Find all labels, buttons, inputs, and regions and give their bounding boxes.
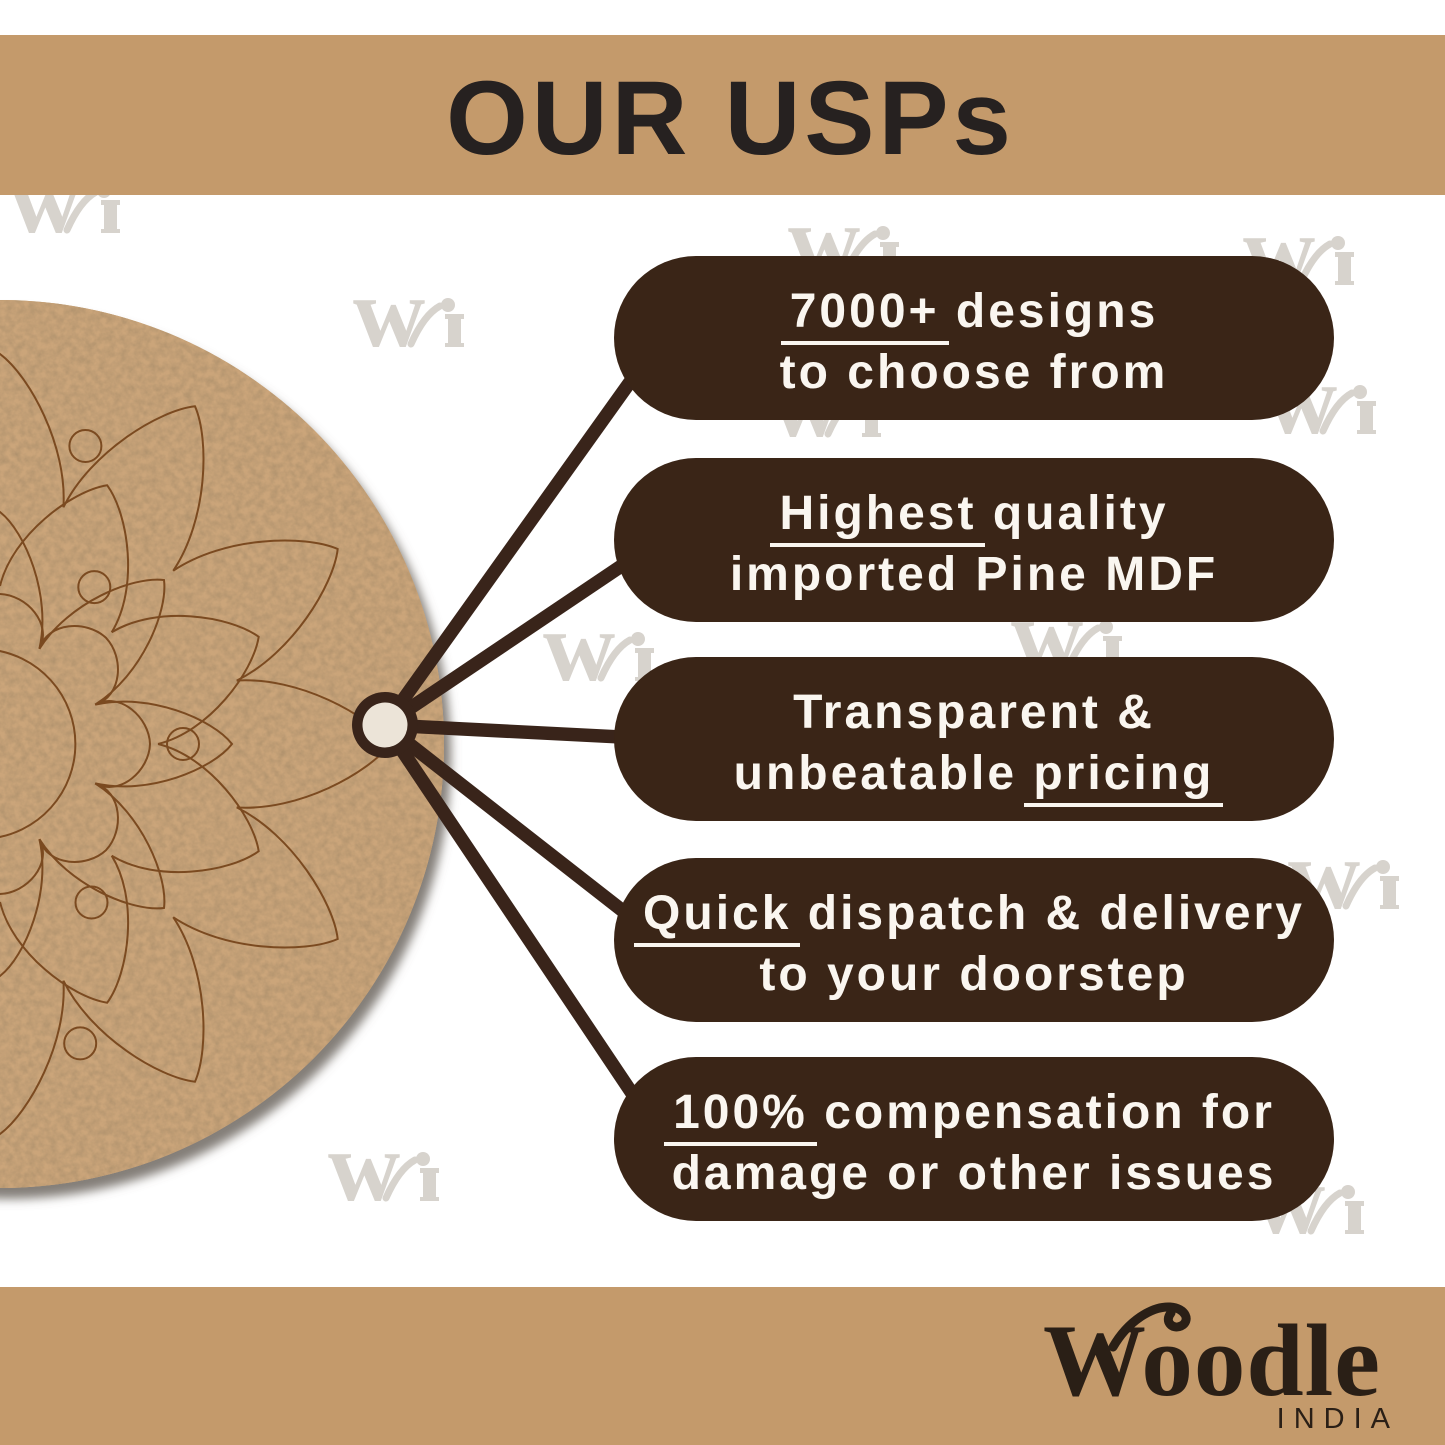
svg-text:INDIA: INDIA <box>1277 1403 1399 1435</box>
svg-text:Woodle: Woodle <box>1043 1304 1381 1418</box>
